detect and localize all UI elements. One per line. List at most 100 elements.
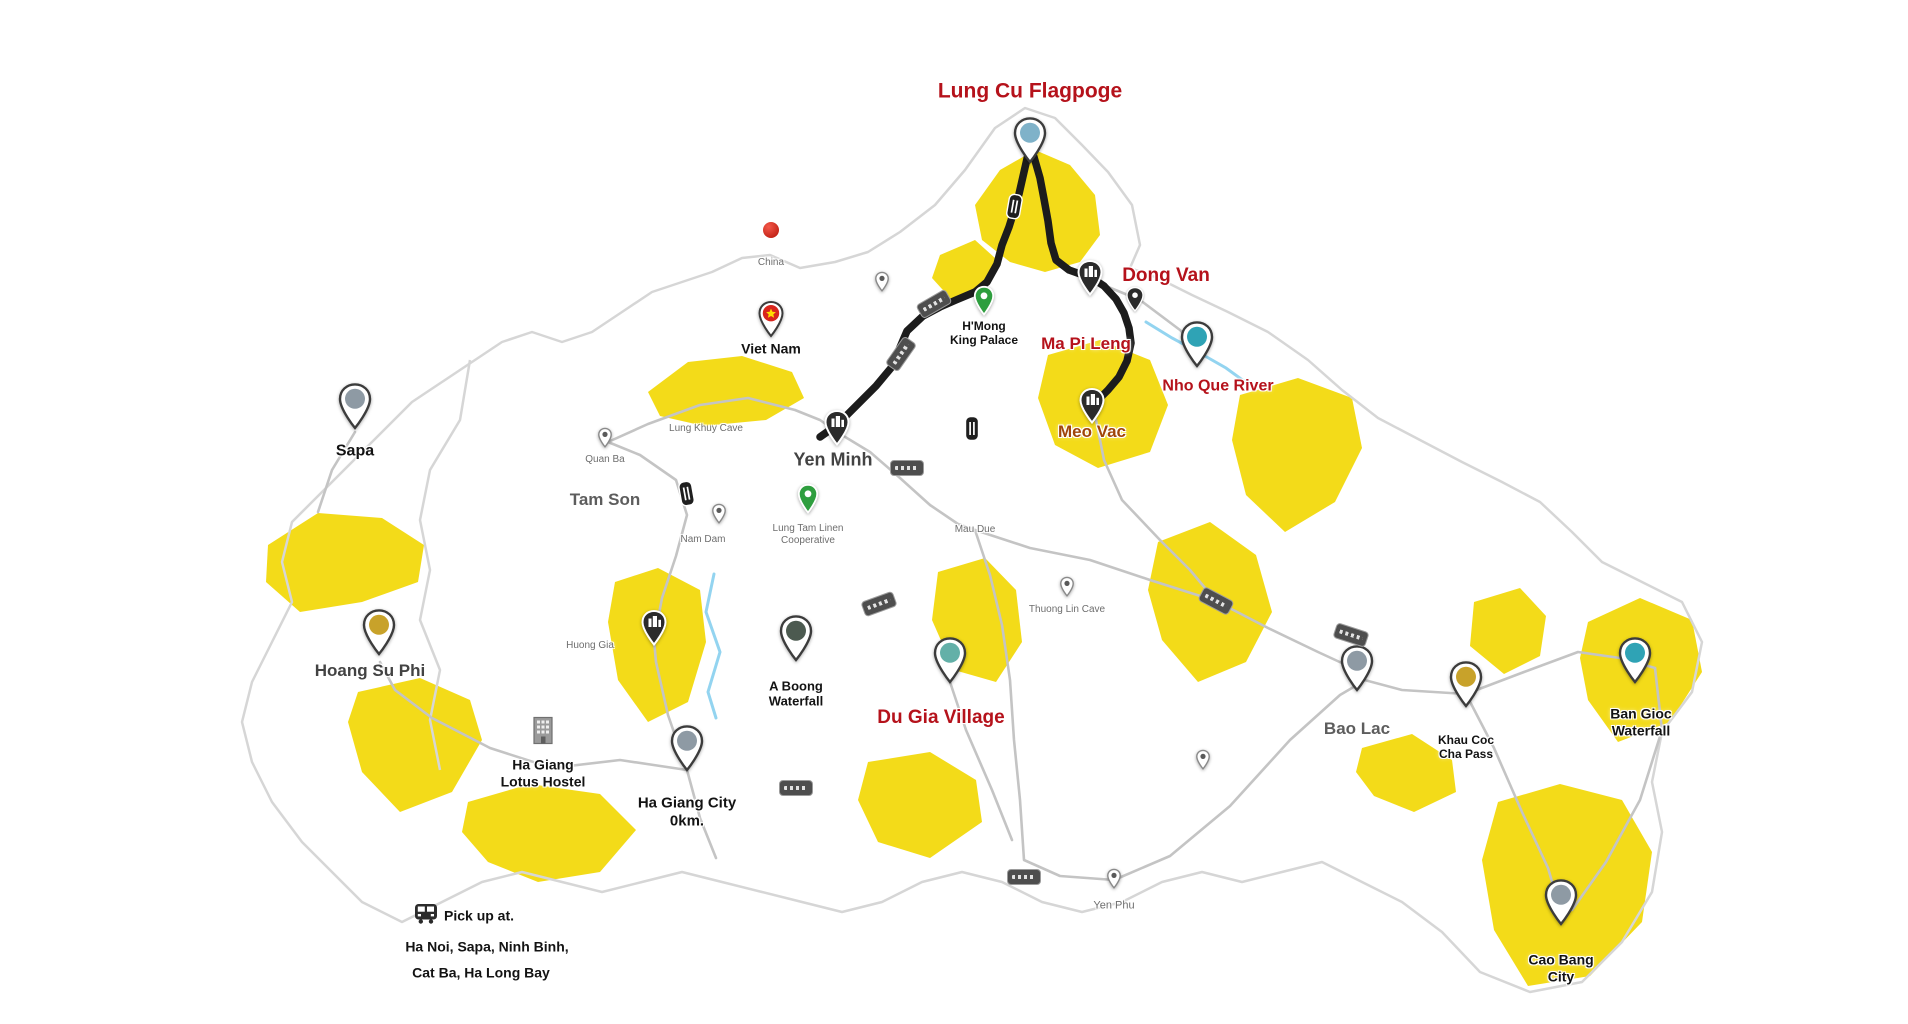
- cao-bang-city-pin[interactable]: [1541, 878, 1581, 926]
- province-border: [240, 106, 1704, 994]
- yen-minh-pin[interactable]: [822, 409, 852, 446]
- poi-pin-icon: [973, 285, 995, 316]
- a-boong-label-line2: Waterfall: [768, 694, 824, 709]
- pickup-cities-line1: Ha Noi, Sapa, Ninh Binh,: [405, 938, 569, 955]
- highlight-region: [1470, 588, 1546, 674]
- meo-vac-pin[interactable]: [1077, 387, 1107, 424]
- road: [1094, 418, 1218, 603]
- nho-que-river-pin[interactable]: [1177, 320, 1217, 368]
- hoang-su-phi-label: Hoang Su Phi: [314, 660, 426, 680]
- sapa-label: Sapa: [335, 442, 375, 460]
- small-pin-icon: [1107, 868, 1121, 889]
- highlight-region: [1356, 734, 1456, 812]
- hostel-building-icon: [530, 716, 556, 751]
- small-location-pin[interactable]: [874, 271, 890, 292]
- photo-pin-icon: [1618, 637, 1652, 684]
- khau-coc-cha-pass-label: Khau Coc Cha Pass: [1438, 733, 1494, 761]
- ha-giang-city-pin[interactable]: [667, 724, 707, 772]
- dong-van-town-pin[interactable]: [1125, 286, 1146, 312]
- lung-khuy-cave-label: Lung Khuy Cave: [669, 423, 743, 435]
- flag-pin-icon: [758, 300, 784, 338]
- landmark-pin-icon: [1126, 286, 1144, 312]
- village-landmark-pin[interactable]: [639, 609, 669, 646]
- small-pin-icon: [1060, 576, 1074, 597]
- hmong-king-palace-pin[interactable]: [972, 285, 996, 316]
- restaurant-badge-icon: [677, 479, 697, 512]
- ha-giang-city-label-line2: 0km.: [669, 812, 705, 829]
- photo-pin-icon: [670, 725, 704, 772]
- yen-minh-label: Yen Minh: [793, 449, 873, 470]
- photo-pin-icon: [933, 637, 967, 684]
- hmong-king-palace-label: H'Mong King Palace: [950, 319, 1018, 347]
- cao-bang-city-label: Cao Bang City: [1528, 951, 1593, 984]
- khau-coc-label-line1: Khau Coc: [1437, 732, 1495, 747]
- nam-dam-pin[interactable]: [711, 503, 727, 524]
- hoang-su-phi-pin[interactable]: [359, 608, 399, 656]
- cao-bang-label-line1: Cao Bang: [1528, 951, 1594, 968]
- ha-giang-city-label: Ha Giang City 0km.: [638, 794, 736, 829]
- road: [835, 430, 1359, 882]
- dong-van-pin[interactable]: [1075, 259, 1105, 296]
- photo-pin-icon: [1013, 117, 1047, 164]
- lung-tam-pin[interactable]: [796, 483, 820, 514]
- sapa-pin[interactable]: [335, 382, 375, 430]
- ban-gioc-waterfall-label: Ban Gioc Waterfall: [1610, 705, 1671, 738]
- viet-nam-flag-pin[interactable]: [756, 300, 786, 338]
- highlight-region: [348, 678, 482, 812]
- nho-que-river-title: Nho Que River: [1162, 377, 1274, 395]
- cao-bang-label-line2: City: [1547, 968, 1575, 984]
- road: [1570, 666, 1664, 912]
- highlight-region: [462, 784, 636, 882]
- du-gia-village-pin[interactable]: [930, 636, 970, 684]
- yen-phu-pin[interactable]: [1106, 868, 1122, 889]
- lung-tam-label: Lung Tam Linen Cooperative: [773, 523, 844, 547]
- thuong-lin-cave-pin[interactable]: [1059, 576, 1075, 597]
- road-badge-icon: [779, 780, 813, 796]
- lung-cu-pin[interactable]: [1010, 116, 1050, 164]
- landmark-pin-icon: [1079, 387, 1105, 424]
- highlight-region: [608, 568, 706, 722]
- photo-pin-icon: [1449, 661, 1483, 708]
- highlight-region: [1232, 378, 1362, 532]
- highlight-region: [858, 752, 982, 858]
- dong-van-title: Dong Van: [1122, 264, 1210, 286]
- tam-son-label: Tam Son: [569, 489, 641, 509]
- ban-gioc-waterfall-pin[interactable]: [1615, 636, 1655, 684]
- lung-cu-title: Lung Cu Flagpoge: [937, 79, 1123, 103]
- ha-giang-city-label-line1: Ha Giang City: [637, 794, 737, 812]
- district-border: [418, 359, 472, 771]
- poi-pin-icon: [797, 483, 819, 514]
- bao-lac-pin[interactable]: [1337, 644, 1377, 692]
- restaurant-badge-icon: [964, 415, 980, 447]
- small-pin-icon: [598, 427, 612, 448]
- road-badge-icon: [890, 460, 924, 476]
- viet-nam-label: Viet Nam: [741, 340, 801, 357]
- pickup-title: Pick up at.: [444, 907, 515, 924]
- a-boong-waterfall-pin[interactable]: [776, 614, 816, 662]
- a-boong-waterfall-label: A Boong Waterfall: [769, 679, 823, 710]
- lung-tam-label-line2: Cooperative: [781, 535, 835, 546]
- restaurant-badge-icon: [1004, 192, 1024, 225]
- yen-phu-label: Yen Phu: [1093, 899, 1135, 912]
- road: [378, 660, 689, 772]
- lung-tam-label-line1: Lung Tam Linen: [772, 523, 844, 535]
- photo-pin-icon: [1180, 321, 1214, 368]
- landmark-pin-icon: [824, 409, 850, 446]
- road: [948, 680, 1014, 842]
- meo-vac-title: Meo Vac: [1057, 421, 1127, 441]
- hmong-king-palace-label-line2: King Palace: [949, 333, 1019, 347]
- quan-ba-label: Quan Ba: [585, 454, 625, 466]
- bao-lac-label: Bao Lac: [1323, 718, 1391, 738]
- khau-coc-cha-pass-pin[interactable]: [1446, 660, 1486, 708]
- quan-ba-pin[interactable]: [597, 427, 613, 448]
- ma-pi-leng-title: Ma Pi Leng: [1041, 333, 1131, 353]
- photo-pin-icon: [1544, 879, 1578, 926]
- photo-pin-icon: [338, 383, 372, 430]
- small-location-pin[interactable]: [1195, 749, 1211, 770]
- road-badge-icon: [1007, 869, 1041, 885]
- photo-pin-icon: [362, 609, 396, 656]
- photo-pin-icon: [779, 615, 813, 662]
- road: [316, 430, 357, 514]
- lotus-hostel-label-line1: Ha Giang: [512, 756, 574, 773]
